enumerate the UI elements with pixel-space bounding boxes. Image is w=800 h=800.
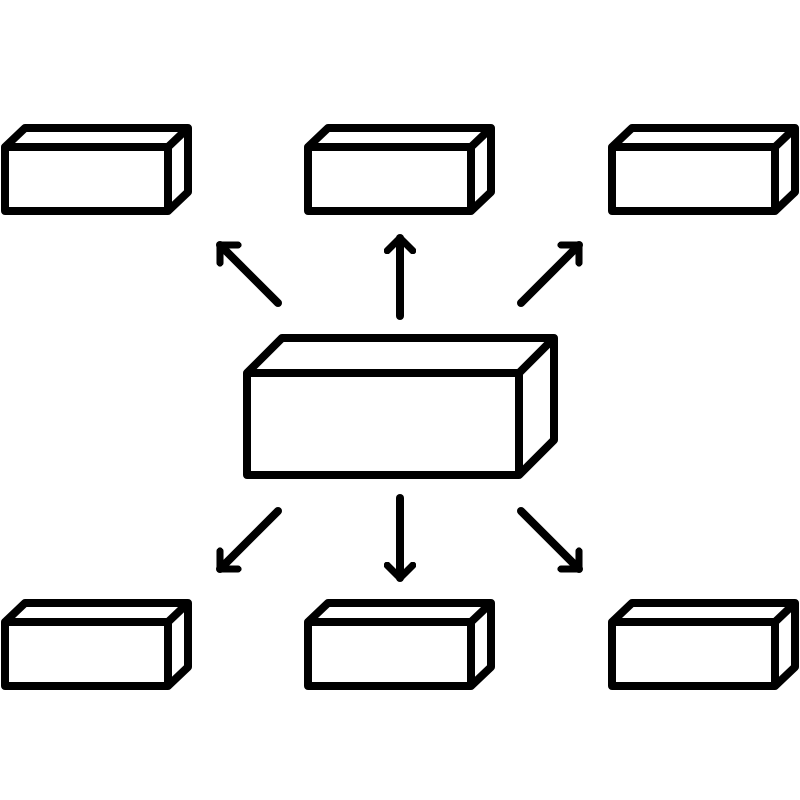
- top-right-block: [608, 124, 799, 215]
- bottom-center-block: [304, 599, 495, 690]
- arrow-down-right-icon: [517, 507, 583, 573]
- top-left-block: [1, 124, 192, 215]
- bottom-right-block: [608, 599, 799, 690]
- top-center-block: [304, 124, 495, 215]
- arrow-up-right-icon: [517, 241, 583, 307]
- arrow-down-left-icon: [216, 507, 282, 573]
- central-block: [243, 334, 558, 479]
- bottom-left-block: [1, 599, 192, 690]
- arrow-up-left-icon: [216, 241, 282, 307]
